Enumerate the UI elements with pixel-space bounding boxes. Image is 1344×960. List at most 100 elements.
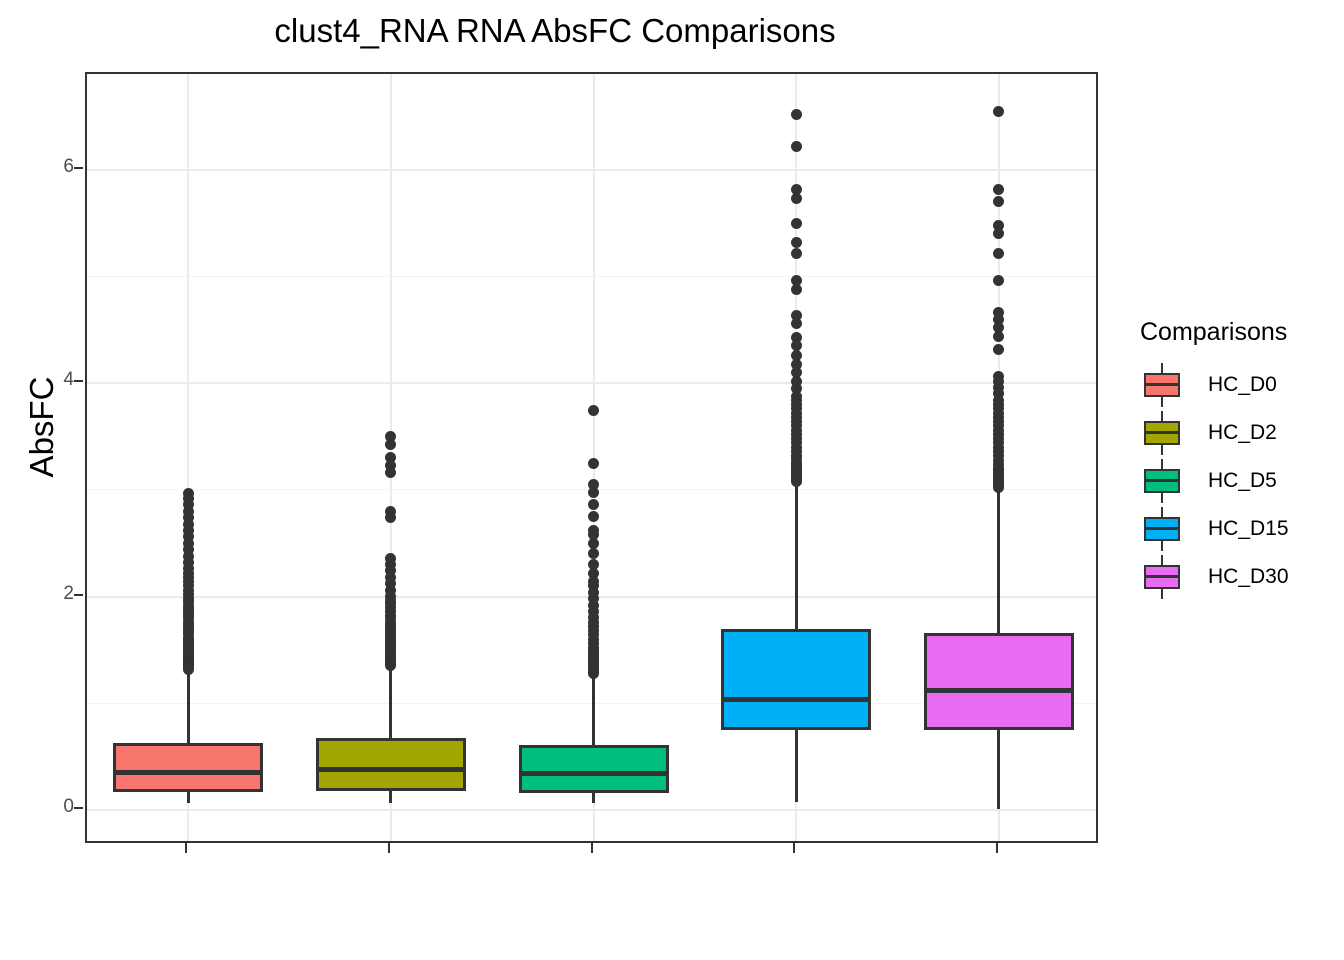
median-line xyxy=(923,687,1074,693)
legend-key-icon xyxy=(1138,505,1186,553)
box-body xyxy=(315,738,466,791)
outlier-point xyxy=(385,578,397,590)
whisker-upper xyxy=(592,673,595,745)
outlier-point xyxy=(182,531,194,543)
whisker-lower xyxy=(389,790,393,804)
outlier-point xyxy=(790,109,802,121)
outlier-point xyxy=(790,183,802,195)
outlier-point xyxy=(790,383,802,395)
outlier-point xyxy=(588,559,599,571)
gridline-horizontal-minor xyxy=(87,276,1096,278)
y-tick-mark xyxy=(74,166,83,169)
legend-item-label: HC_D2 xyxy=(1208,421,1277,444)
outlier-point xyxy=(588,499,599,511)
outlier-point xyxy=(790,193,802,205)
outlier-point xyxy=(588,529,599,541)
legend-key-median xyxy=(1144,527,1180,530)
outlier-point xyxy=(385,571,397,583)
median-line xyxy=(518,771,669,777)
x-tick-mark-HC_D5 xyxy=(590,843,593,853)
legend-key-icon xyxy=(1138,553,1186,601)
whisker-upper xyxy=(997,487,1001,633)
outlier-point xyxy=(993,322,1005,334)
outlier-point xyxy=(588,537,599,549)
box-body xyxy=(113,742,264,792)
gridline-horizontal-major xyxy=(87,382,1096,385)
outlier-point xyxy=(993,313,1005,325)
whisker-lower xyxy=(794,729,798,803)
gridline-vertical-HC_D0 xyxy=(187,74,190,841)
legend-item-HC_D15[interactable]: HC_D15 xyxy=(1138,505,1338,553)
page-title: clust4_RNA RNA AbsFC Comparisons xyxy=(274,12,836,49)
outlier-point xyxy=(385,559,397,571)
y-tick-label-6: 6 xyxy=(63,155,74,177)
legend-item-label: HC_D30 xyxy=(1208,565,1289,588)
outlier-point xyxy=(790,318,802,330)
legend-item-HC_D30[interactable]: HC_D30 xyxy=(1138,553,1338,601)
outlier-point xyxy=(790,350,802,362)
outlier-point xyxy=(385,565,397,577)
outlier-point xyxy=(588,586,599,598)
outlier-point xyxy=(790,217,802,229)
outlier-point xyxy=(588,593,599,605)
outlier-point xyxy=(385,505,397,517)
gridline-vertical-HC_D5 xyxy=(592,74,595,841)
outlier-point xyxy=(790,141,802,152)
legend-item-label: HC_D15 xyxy=(1208,517,1289,540)
outlier-point xyxy=(790,283,802,295)
outlier-point xyxy=(385,438,397,450)
whisker-lower xyxy=(186,791,190,804)
outlier-point xyxy=(588,486,599,498)
outlier-point xyxy=(790,340,802,352)
x-tick-mark-HC_D30 xyxy=(995,843,998,853)
outlier-point xyxy=(790,236,802,248)
outlier-point xyxy=(588,405,599,417)
y-tick-mark xyxy=(74,806,83,809)
gridline-horizontal-minor xyxy=(87,702,1096,704)
outlier-point xyxy=(993,105,1005,117)
whisker-lower xyxy=(997,729,1001,809)
legend-item-HC_D5[interactable]: HC_D5 xyxy=(1138,457,1338,505)
outlier-point xyxy=(182,518,194,530)
outlier-point xyxy=(182,537,194,549)
box-body xyxy=(721,628,872,730)
outlier-point xyxy=(588,599,599,611)
legend-key-median xyxy=(1144,479,1180,482)
outlier-point xyxy=(182,550,194,562)
outlier-point xyxy=(790,367,802,379)
outlier-point xyxy=(588,479,599,491)
legend-item-HC_D0[interactable]: HC_D0 xyxy=(1138,361,1338,409)
outlier-point xyxy=(385,431,397,443)
outlier-point xyxy=(182,512,194,524)
outlier-point xyxy=(588,457,599,469)
outlier-point xyxy=(790,309,802,321)
outlier-point xyxy=(588,667,599,679)
outlier-point xyxy=(993,382,1005,394)
y-tick-mark xyxy=(74,380,83,383)
median-line xyxy=(721,697,872,703)
legend-key-icon xyxy=(1138,361,1186,409)
legend-item-label: HC_D5 xyxy=(1208,469,1277,492)
outlier-point xyxy=(993,183,1005,195)
outlier-point xyxy=(993,343,1005,355)
plot-panel xyxy=(85,72,1098,843)
gridline-horizontal-major xyxy=(87,808,1096,811)
y-tick-label-0: 0 xyxy=(63,795,74,817)
outlier-point xyxy=(182,524,194,536)
legend-key-icon xyxy=(1138,409,1186,457)
outlier-point xyxy=(993,375,1005,387)
legend-key-median xyxy=(1144,383,1180,386)
legend-key-icon xyxy=(1138,457,1186,505)
outlier-point xyxy=(182,663,194,675)
legend-key-median xyxy=(1144,431,1180,434)
y-tick-mark xyxy=(74,593,83,596)
legend-item-HC_D2[interactable]: HC_D2 xyxy=(1138,409,1338,457)
box-body xyxy=(923,632,1074,730)
outlier-point xyxy=(182,499,194,511)
outlier-point xyxy=(790,331,802,343)
outlier-point xyxy=(385,552,397,564)
